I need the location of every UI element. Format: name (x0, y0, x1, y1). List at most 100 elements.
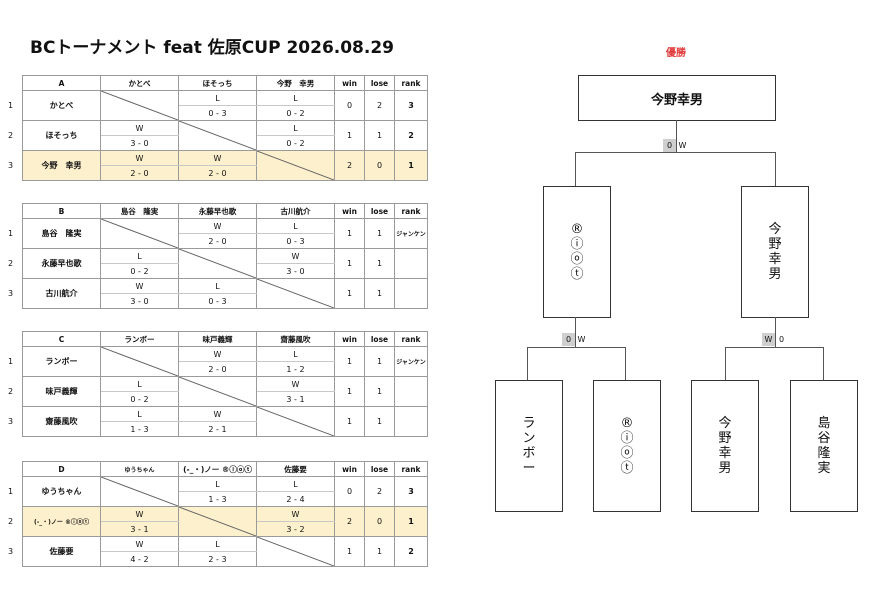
row-index-spacer (8, 332, 23, 347)
bracket-line (775, 152, 776, 186)
vertical-char: 男 (768, 267, 782, 282)
match-score: 1 - 3 (100, 421, 179, 437)
match-score: 3 - 0 (256, 263, 335, 279)
column-header: rank (394, 461, 428, 477)
lose-count: 1 (364, 346, 395, 377)
vertical-char: ン (522, 431, 536, 446)
match-score: 0 - 3 (178, 293, 257, 309)
row-index: 1 (8, 487, 14, 496)
row-index: 1 (8, 357, 14, 366)
vertical-char: ⓣ (620, 461, 634, 476)
player-name: 味戸義輝 (22, 376, 101, 407)
match-result: L (256, 476, 335, 492)
lose-count: 0 (364, 506, 395, 537)
row-index: 2 (8, 517, 14, 526)
self-match-cell (100, 346, 179, 377)
match-result: L (178, 476, 257, 492)
lose-count: 2 (364, 476, 395, 507)
row-index: 3 (8, 289, 14, 298)
lose-count: 2 (364, 90, 395, 121)
semi-left-left-score: 0 (562, 333, 575, 346)
self-match-cell (178, 120, 257, 151)
match-result: W (178, 406, 257, 422)
vertical-char: ® (620, 416, 634, 431)
row-index-spacer (8, 204, 23, 219)
match-result: W (256, 506, 335, 522)
column-header: win (334, 461, 365, 477)
champion-box: 今野幸男 (578, 75, 776, 121)
column-header: rank (394, 331, 428, 347)
rank-count: ジャンケン (394, 346, 428, 377)
self-match-cell (100, 90, 179, 121)
win-count: 1 (334, 120, 365, 151)
player-name: 古川航介 (22, 278, 101, 309)
match-score: 2 - 1 (178, 421, 257, 437)
vertical-char: 谷 (817, 431, 831, 446)
match-result: L (100, 376, 179, 392)
match-result: L (256, 346, 335, 362)
rank-count (394, 376, 428, 407)
column-header: lose (364, 203, 395, 219)
match-result: W (100, 120, 179, 136)
group-letter: D (22, 461, 101, 477)
column-header: lose (364, 461, 395, 477)
lose-count: 1 (364, 376, 395, 407)
match-result: L (100, 406, 179, 422)
column-header: win (334, 75, 365, 91)
player-name: 佐藤要 (22, 536, 101, 567)
page-title: BCトーナメント feat 佐原CUP 2026.08.29 (30, 38, 394, 58)
match-score: 3 - 0 (100, 135, 179, 151)
column-header: 島谷 隆実 (100, 203, 179, 219)
match-score: 4 - 2 (100, 551, 179, 567)
match-score: 2 - 0 (100, 165, 179, 181)
bracket-line (676, 120, 677, 152)
group-letter: A (22, 75, 101, 91)
semi-right-left-score: W (762, 333, 775, 346)
lose-count: 1 (364, 248, 395, 279)
row-index: 1 (8, 229, 14, 238)
semi-right-right-score: 0 (778, 335, 785, 344)
final-right-box: 今野幸男 (741, 186, 809, 318)
column-header: 齋藤風吹 (256, 331, 335, 347)
row-index-spacer (8, 76, 23, 91)
column-header: lose (364, 331, 395, 347)
win-count: 1 (334, 218, 365, 249)
match-result: L (256, 90, 335, 106)
rank-count: 1 (394, 506, 428, 537)
vertical-char: 幸 (768, 252, 782, 267)
rank-count: ジャンケン (394, 218, 428, 249)
semi-left-top-box: ランボー (495, 380, 563, 512)
row-index: 1 (8, 101, 14, 110)
column-header: lose (364, 75, 395, 91)
match-score: 0 - 2 (256, 135, 335, 151)
match-score: 0 - 2 (100, 391, 179, 407)
player-name: ほそっち (22, 120, 101, 151)
player-name: 島谷 隆実 (22, 218, 101, 249)
row-index: 2 (8, 387, 14, 396)
column-header: 古川航介 (256, 203, 335, 219)
semi-right-bottom-box: 島谷隆実 (790, 380, 858, 512)
vertical-char: ⓣ (570, 267, 584, 282)
vertical-char: ⓘ (570, 237, 584, 252)
bracket-line (625, 347, 626, 380)
column-header: (-_・)ノー ®ⓘⓞⓣ (178, 461, 257, 477)
semi-right-top-box: 今野幸男 (691, 380, 759, 512)
row-index-spacer (8, 462, 23, 477)
vertical-char: ⓞ (620, 446, 634, 461)
winner-label: 優勝 (666, 48, 686, 59)
semi-left-top-name: ランボー (496, 381, 562, 511)
self-match-cell (256, 278, 335, 309)
match-score: 2 - 0 (178, 165, 257, 181)
semi-right-bottom-name: 島谷隆実 (791, 381, 857, 511)
bracket-line (725, 347, 824, 348)
match-result: W (100, 506, 179, 522)
